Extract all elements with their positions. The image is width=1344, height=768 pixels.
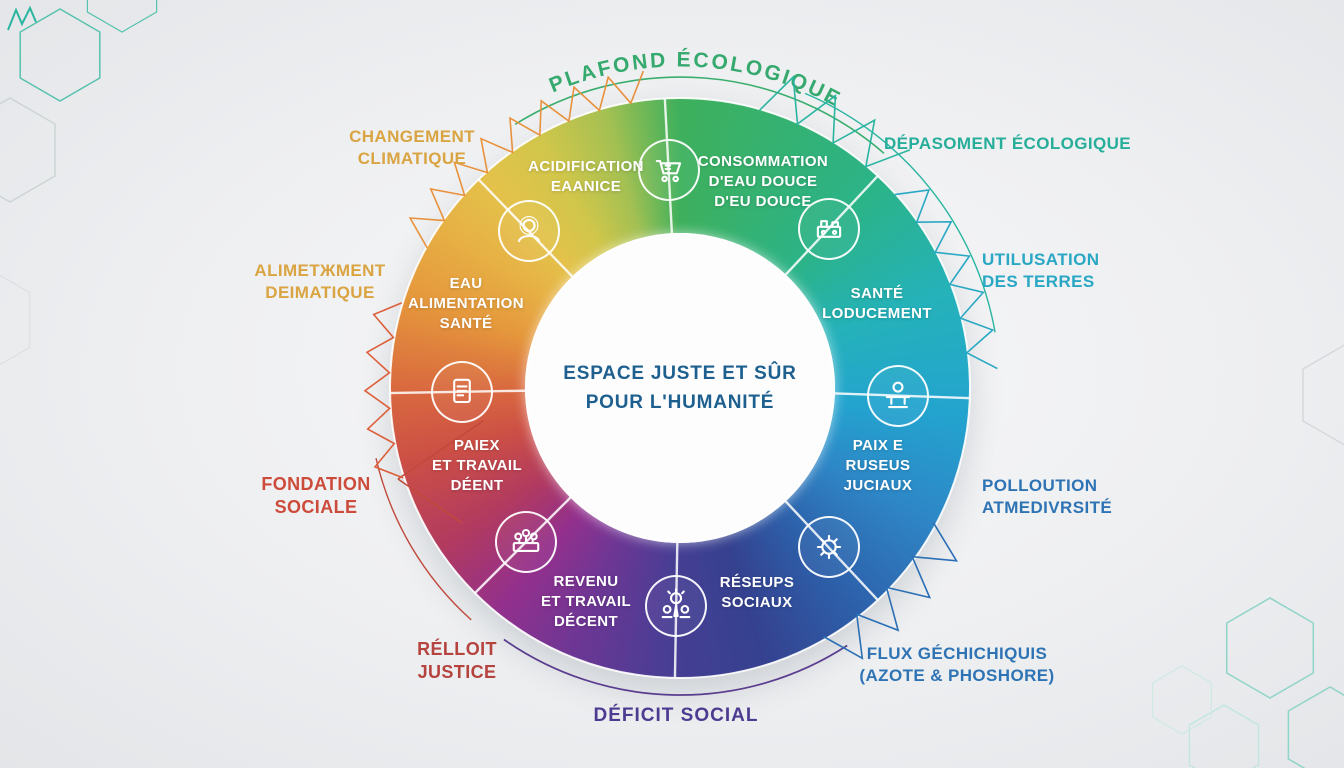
- balance-icon: [866, 364, 929, 427]
- person-icon: [497, 200, 560, 263]
- label-fondation-sociale: FONDATION SOCIALE: [261, 474, 371, 518]
- label-depassement-ecologique: DÉPASOMENT ÉCOLOGIQUE: [884, 134, 1132, 153]
- label-alimentation-climatique: ALIMETЖMENT DEIMATIQUE: [254, 261, 386, 303]
- ring-label-acidification: ACIDIFICATION EAANICE: [528, 158, 644, 195]
- ring-label-eau-alimentation-sante: EAU ALIMENTATION SANTÉ: [408, 275, 524, 332]
- ring-label-sante-logement: SANTÉ LODUCEMENT: [822, 285, 932, 322]
- ring-label-revenu-travail: REVENU ET TRAVAIL DÉCENT: [540, 573, 632, 630]
- label-justice: RÉLLOIT JUSTICE: [417, 639, 497, 683]
- ring-label-paix-reseaux: PAIX E RUSEUS JUCIAUX: [843, 437, 913, 494]
- gear-icon: [797, 516, 860, 579]
- center-safe-space: ESPACE JUSTE ET SÛR POUR L'HUMANITÉ: [525, 233, 835, 543]
- label-pollution-biodiversite: POLLOUTION ATMEDIVRSITÉ: [982, 476, 1113, 518]
- document-icon: [431, 360, 494, 423]
- label-utilisation-des-terres: UTILUSATION DES TERRES: [982, 250, 1100, 292]
- ring-label-paiex-travail: PAIEX ET TRAVAIL DÉENT: [431, 437, 523, 494]
- factory-icon: [797, 197, 860, 260]
- center-title: ESPACE JUSTE ET SÛR POUR L'HUMANITÉ: [563, 362, 797, 413]
- label-deficit-social: DÉFICIT SOCIAL: [593, 705, 759, 726]
- ring-label-consommation: CONSOMMATION D'EAU DOUCE D'EU DOUCE: [697, 153, 829, 210]
- ring-label-reseaux-sociaux: RÉSEUPS SOCIAUX: [719, 574, 795, 611]
- podium-people-icon: [494, 511, 557, 574]
- shopping-cart-icon: [637, 139, 700, 202]
- label-flux-geochimiques: FLUX GÉCHICHIQUIS (AZOTE & PHOSHORE): [859, 644, 1055, 686]
- idea-people-icon: [645, 574, 708, 637]
- label-changement-climatique: CHANGEMENT CLIMATIQUE: [349, 127, 475, 169]
